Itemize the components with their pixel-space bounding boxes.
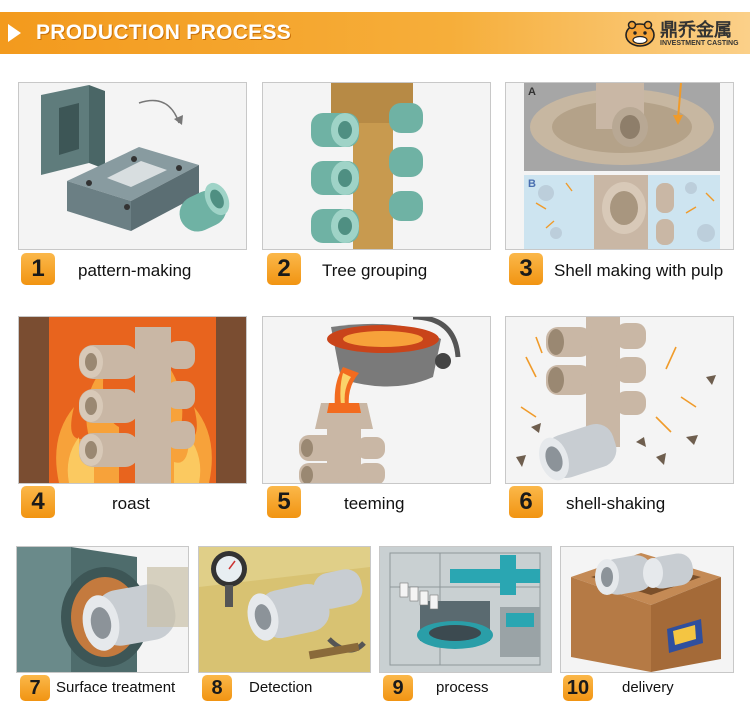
step-number-badge: 7 [20,675,50,701]
step-label: process [436,679,489,696]
logo-english-text: INVESTMENT CASTING [660,40,739,47]
step-label: Shell making with pulp [554,261,724,280]
tree-grouping-illustration [262,82,491,250]
surface-treatment-illustration [16,546,189,673]
roast-illustration [18,316,247,484]
page-title: PRODUCTION PROCESS [36,21,292,44]
header-banner: PRODUCTION PROCESS 鼎乔金属 INVESTMENT CASTI… [0,12,750,54]
logo-chinese-text: 鼎乔金属 [660,20,732,41]
step-number-badge: 5 [267,486,301,518]
step-number-badge: 8 [202,675,232,701]
teeming-illustration [262,316,491,484]
step-number-badge: 3 [509,253,543,285]
pattern-making-illustration [18,82,247,250]
step-label: Tree grouping [322,261,428,280]
step-label: delivery [622,679,674,696]
shell-shaking-illustration [505,316,734,484]
step-number-badge: 1 [21,253,55,285]
step-label: Detection [249,679,313,696]
marker-a: A [528,86,536,98]
delivery-illustration [560,546,734,673]
shell-making-illustration: A B [505,82,734,250]
company-logo: 鼎乔金属 INVESTMENT CASTING [624,16,742,52]
arrow-icon [8,24,21,42]
hippo-logo-icon [625,20,655,47]
step-label: Surface treatment [56,679,176,696]
step-number-badge: 6 [509,486,543,518]
process-illustration [379,546,552,673]
marker-b: B [528,178,536,190]
step-label: roast [112,494,150,513]
step-label: teeming [344,494,405,513]
step-number-badge: 2 [267,253,301,285]
step-label: shell-shaking [566,494,666,513]
step-number-badge: 4 [21,486,55,518]
step-number-badge: 9 [383,675,413,701]
detection-illustration [198,546,371,673]
step-label: pattern-making [78,261,192,280]
step-number-badge: 10 [563,675,593,701]
